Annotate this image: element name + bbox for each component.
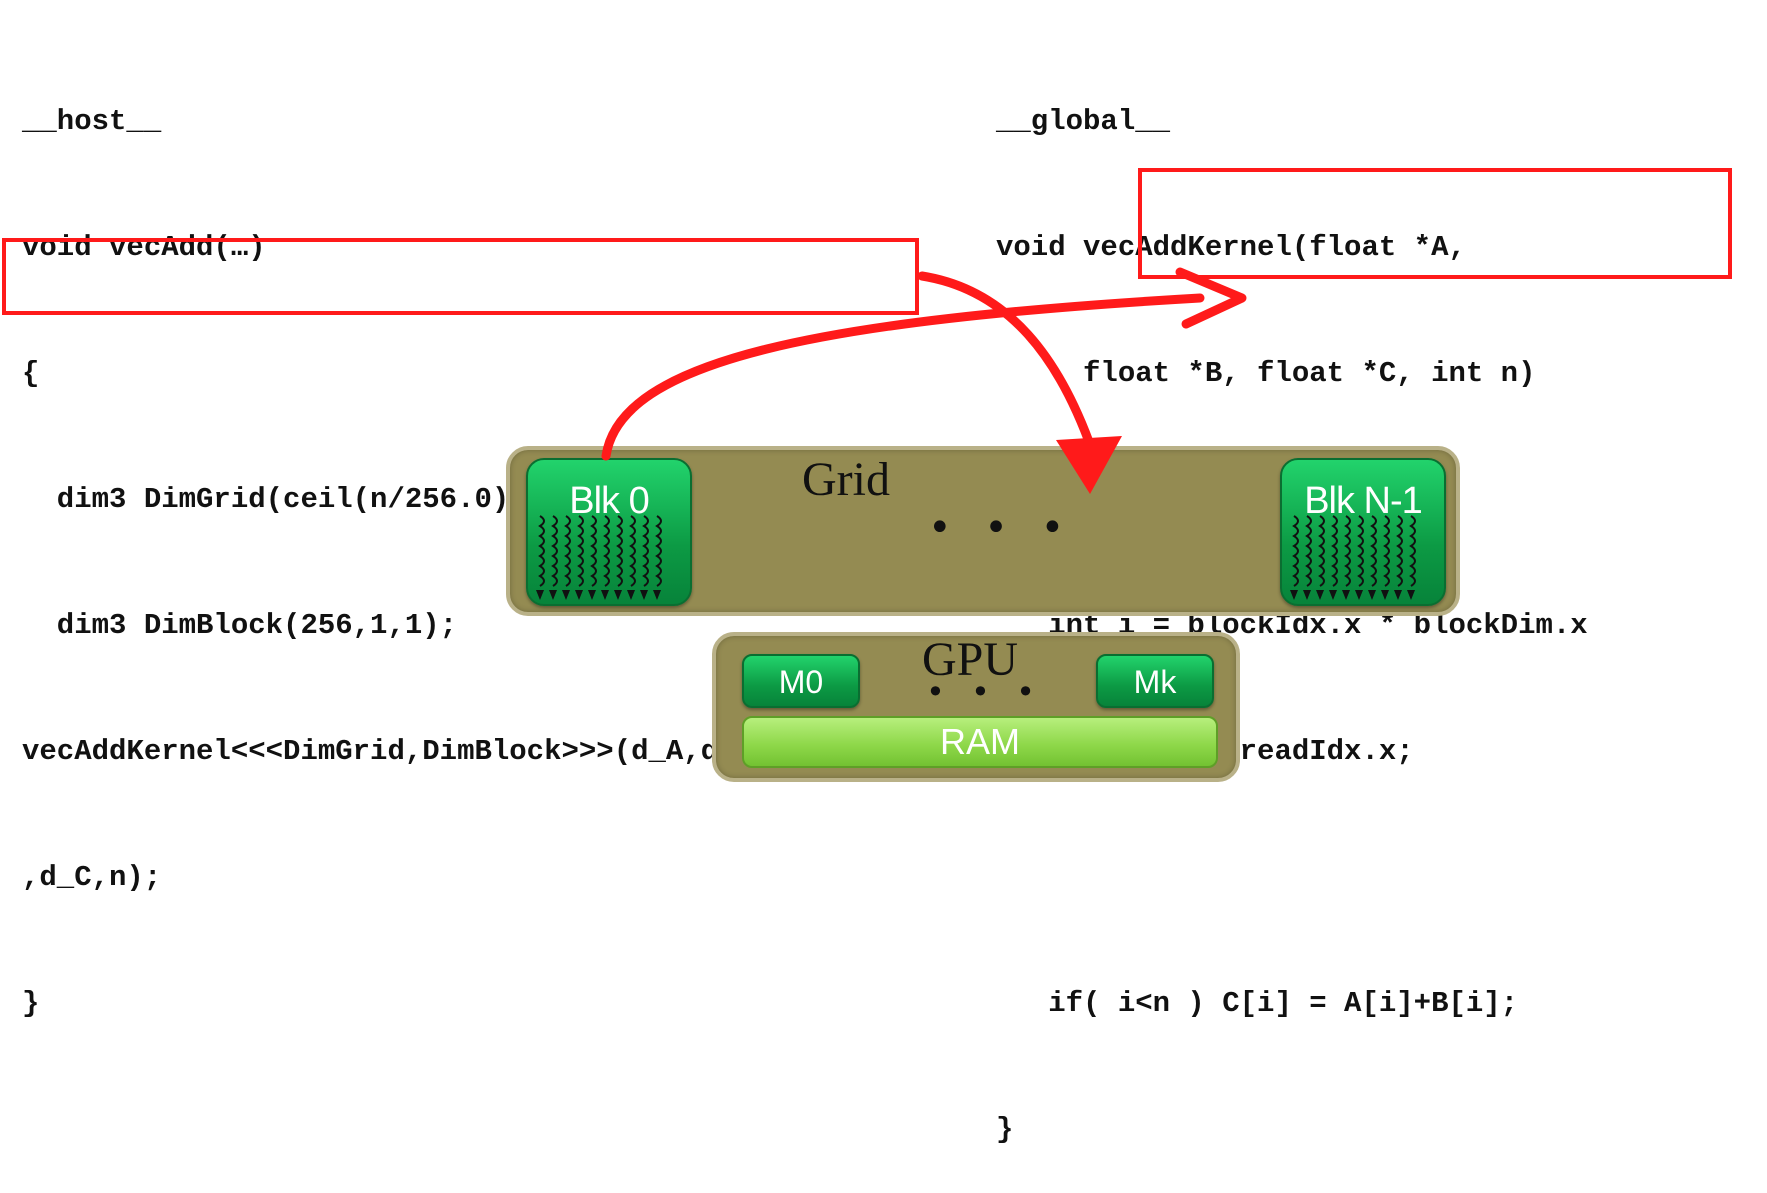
kernel-launch-line: ,d_C,n); xyxy=(22,861,162,894)
block-n-minus-1-label: Blk N-1 xyxy=(1304,480,1423,522)
thread-squiggle xyxy=(1396,515,1403,587)
thread-squiggle xyxy=(1370,515,1377,587)
code-line: void vecAdd(…) xyxy=(22,231,266,264)
thread-squiggle xyxy=(1331,515,1338,587)
block-n-minus-1: Blk N-1 xyxy=(1280,458,1446,606)
thread-arrowhead xyxy=(601,590,609,600)
thread-squiggle xyxy=(629,515,636,587)
code-line: } xyxy=(996,1113,1014,1146)
thread-arrowhead xyxy=(1407,590,1415,600)
thread-squiggle xyxy=(577,515,584,587)
block-to-kernel-arrowhead xyxy=(1175,267,1247,329)
thread-squiggle xyxy=(1383,515,1390,587)
thread-arrowhead xyxy=(549,590,557,600)
code-line: __global__ xyxy=(996,105,1171,138)
thread-arrowhead xyxy=(588,590,596,600)
thread-squiggle xyxy=(1409,515,1416,587)
gpu-ram: RAM xyxy=(742,716,1218,768)
thread-squiggle xyxy=(642,515,649,587)
grid-title: Grid xyxy=(802,453,890,506)
thread-arrowhead xyxy=(1329,590,1337,600)
code-line: void vecAddKernel(float *A, xyxy=(996,231,1466,264)
thread-arrowhead xyxy=(1355,590,1363,600)
thread-squiggle xyxy=(1305,515,1312,587)
thread-arrowhead xyxy=(1368,590,1376,600)
code-line: __host__ xyxy=(22,105,162,138)
sm-m0: M0 xyxy=(742,654,860,708)
thread-squiggle xyxy=(1357,515,1364,587)
thread-arrowhead xyxy=(627,590,635,600)
code-line: if( i<n ) C[i] = A[i]+B[i]; xyxy=(996,987,1519,1020)
thread-arrowhead xyxy=(575,590,583,600)
thread-arrowhead xyxy=(1290,590,1298,600)
thread-index-highlight xyxy=(1138,168,1732,279)
code-line xyxy=(996,857,1588,899)
thread-arrowhead xyxy=(614,590,622,600)
thread-squiggle xyxy=(564,515,571,587)
kernel-launch-line: vecAddKernel<<<DimGrid,DimBlock>>>(d_A,d… xyxy=(22,735,753,768)
thread-squiggle xyxy=(1318,515,1325,587)
code-line: dim3 DimBlock(256,1,1); xyxy=(22,609,458,642)
thread-arrowhead xyxy=(1316,590,1324,600)
kernel-launch-highlight xyxy=(2,238,919,315)
block-0-label: Blk 0 xyxy=(569,480,649,522)
flow-arrows xyxy=(601,267,1247,494)
thread-squiggle xyxy=(590,515,597,587)
threads-icon xyxy=(1290,515,1416,600)
thread-squiggle xyxy=(551,515,558,587)
launch-to-grid-arrow xyxy=(917,271,1097,455)
sm-mk: Mk xyxy=(1096,654,1214,708)
thread-squiggle xyxy=(616,515,623,587)
thread-arrowhead xyxy=(562,590,570,600)
threads-icon xyxy=(536,515,662,600)
grid-ellipsis: • • • xyxy=(928,505,1075,551)
thread-arrowhead xyxy=(1342,590,1350,600)
gpu-panel: GPU • • • M0 Mk RAM xyxy=(712,632,1240,782)
thread-arrowhead xyxy=(1394,590,1402,600)
thread-squiggle xyxy=(538,515,545,587)
code-line: { xyxy=(22,357,40,390)
thread-squiggle xyxy=(1344,515,1351,587)
launch-to-grid-arrowhead xyxy=(1056,436,1122,494)
thread-squiggle xyxy=(655,515,662,587)
thread-arrowhead xyxy=(653,590,661,600)
thread-arrowhead xyxy=(640,590,648,600)
gpu-ellipsis: • • • xyxy=(926,673,1043,711)
thread-arrowhead xyxy=(1303,590,1311,600)
thread-arrowhead xyxy=(536,590,544,600)
block-to-kernel-arrow xyxy=(601,293,1205,461)
code-line: } xyxy=(22,987,40,1020)
thread-squiggle xyxy=(1292,515,1299,587)
gpu-title: GPU xyxy=(922,633,1019,686)
code-line: float *B, float *C, int n) xyxy=(996,357,1536,390)
block-0: Blk 0 xyxy=(526,458,692,606)
thread-arrowhead xyxy=(1381,590,1389,600)
thread-squiggle xyxy=(603,515,610,587)
grid-panel: Grid • • • Blk 0 Blk N-1 xyxy=(506,446,1460,616)
